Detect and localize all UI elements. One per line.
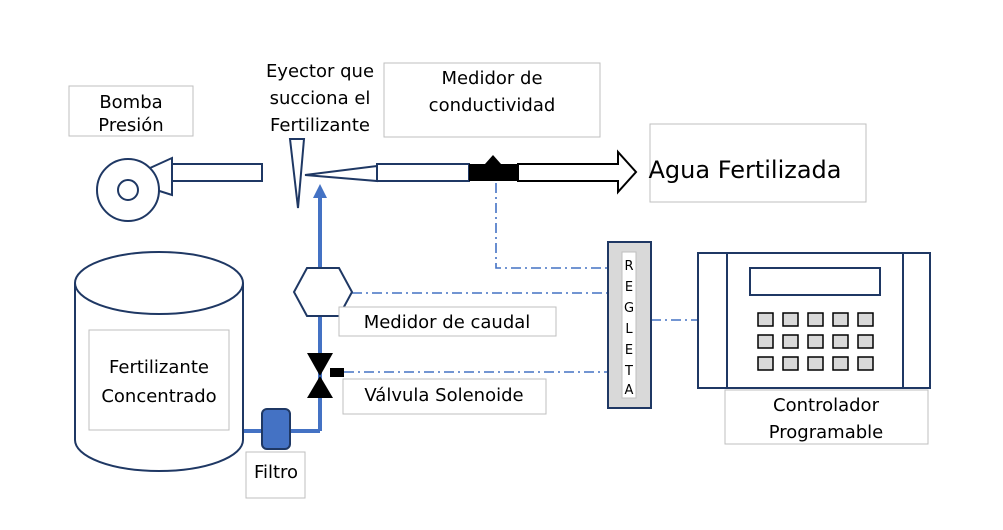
- bomba-label-line1: Bomba: [99, 92, 162, 113]
- label-box-caudal: [338, 306, 557, 337]
- controller-key: [832, 356, 849, 371]
- label-box-agua: [649, 123, 867, 203]
- tank-top: [74, 251, 244, 315]
- eyector-label-line2: succiona el: [270, 88, 371, 109]
- controlador-label-line1: Controlador: [773, 395, 880, 416]
- filter-body: [261, 408, 291, 450]
- valve-wedge-top: [307, 353, 333, 376]
- tanque-label-line2: Concentrado: [101, 386, 216, 407]
- regleta-letter: T: [624, 364, 633, 379]
- main-pipe: [376, 163, 470, 182]
- conductivity-sensor-tip: [485, 155, 501, 164]
- caudal-label: Medidor de caudal: [364, 312, 531, 333]
- filtro-label: Filtro: [254, 462, 298, 483]
- label-box-tanque: [88, 329, 230, 431]
- eyector-label-line3: Fertilizante: [270, 115, 370, 136]
- signal-conductivity: [495, 183, 608, 269]
- ejector-nozzle: [304, 164, 378, 183]
- terminal-strip-inner: [621, 251, 637, 399]
- controller-key: [782, 334, 799, 349]
- ejector-cone: [288, 138, 306, 209]
- controller-key: [782, 312, 799, 327]
- controller-key: [782, 356, 799, 371]
- controller-key: [857, 312, 874, 327]
- pump-pipe: [171, 163, 263, 182]
- regleta-letter: L: [625, 322, 633, 337]
- agua-fertilizada-label: Agua Fertilizada: [649, 156, 842, 184]
- regleta-letter: E: [625, 280, 633, 295]
- terminal-strip-letters: R E G L E T A: [624, 259, 634, 398]
- valvula-label: Válvula Solenoide: [364, 385, 523, 406]
- label-box-conductividad: [383, 62, 601, 138]
- controller-key: [807, 334, 824, 349]
- label-box-controlador: [724, 389, 929, 445]
- conductividad-label-line2: conductividad: [429, 95, 556, 116]
- conductivity-sensor-block: [469, 164, 518, 181]
- regleta-letter: A: [625, 383, 634, 398]
- solenoid-valve: [307, 353, 344, 398]
- label-box-valvula: [342, 378, 547, 415]
- bomba-label-line2: Presión: [98, 115, 163, 136]
- regleta-letter: G: [624, 301, 634, 316]
- controller-key: [832, 334, 849, 349]
- controlador-label-line2: Programable: [769, 422, 883, 443]
- output-arrow: [517, 149, 638, 195]
- valve-wedge-bottom: [307, 376, 333, 398]
- label-box-filtro: [245, 451, 306, 499]
- controller-key: [757, 356, 774, 371]
- controller-key: [757, 334, 774, 349]
- label-text: Bomba Presión Eyector que succiona el Fe…: [98, 61, 883, 483]
- pipe-arrow-head: [313, 184, 327, 198]
- tanque-label-line1: Fertilizante: [109, 357, 209, 378]
- label-box-bomba: [68, 85, 194, 137]
- valve-actuator: [330, 368, 344, 377]
- signal-lines: [344, 183, 698, 373]
- conductividad-label-line1: Medidor de: [441, 68, 542, 89]
- label-boxes: [68, 62, 929, 499]
- regleta-letter: R: [624, 259, 633, 274]
- controller-key: [857, 334, 874, 349]
- controller-key: [807, 356, 824, 371]
- controller-key: [857, 356, 874, 371]
- controller-keypad: [757, 312, 874, 371]
- regleta-letter: E: [625, 343, 633, 358]
- controller-key: [807, 312, 824, 327]
- pump-hub: [117, 179, 139, 201]
- controller-key: [832, 312, 849, 327]
- eyector-label-line1: Eyector que: [266, 61, 374, 82]
- pump: [96, 156, 263, 222]
- controller-display: [749, 267, 881, 296]
- controller-key: [757, 312, 774, 327]
